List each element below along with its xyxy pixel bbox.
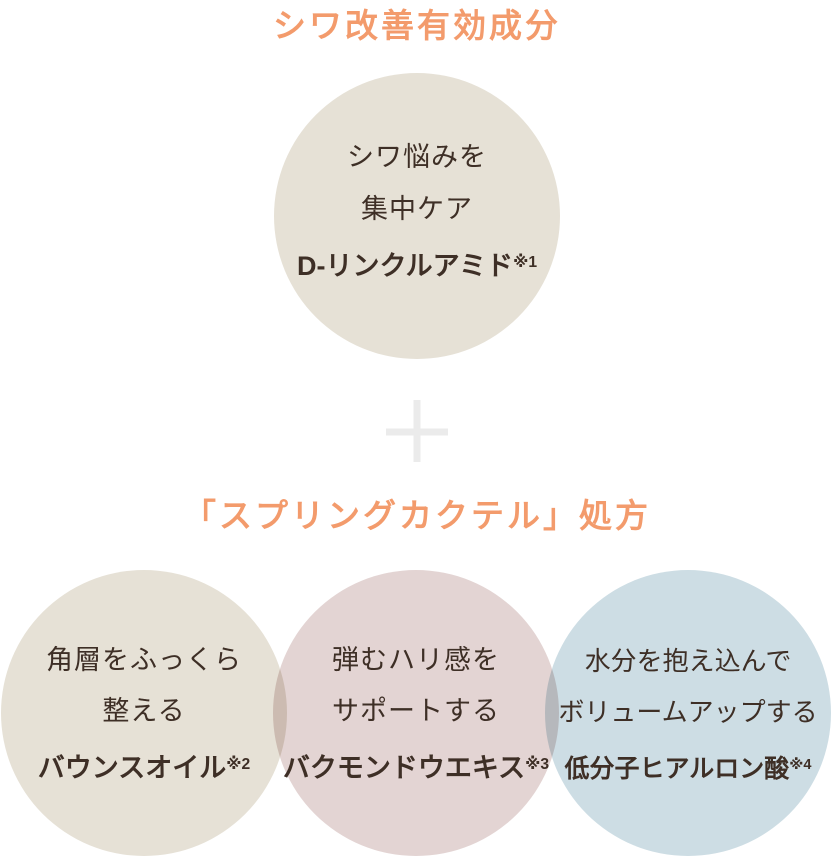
section-title-wrinkle-ingredient: シワ改善有効成分 — [273, 7, 561, 44]
bottom-circle-bakumondo-extract: 弾むハリ感を サポートする バクモンドウエキス※3 — [273, 570, 559, 856]
circle-text-line: シワ悩みを — [347, 142, 487, 172]
bottom-circle-bounce-oil: 角層をふっくら 整える バウンスオイル※2 — [1, 570, 287, 856]
footnote-ref: ※2 — [226, 756, 251, 774]
circle-text-line: サポートする — [332, 696, 500, 726]
ingredient-name: バウンスオイル※2 — [37, 753, 251, 783]
ingredient-name: 低分子ヒアルロン酸※4 — [564, 754, 812, 783]
circle-text-line: 集中ケア — [361, 194, 473, 224]
circle-text: 水分を抱え込んで ボリュームアップする — [545, 636, 831, 738]
ingredient-name: D-リンクルアミド※1 — [296, 251, 538, 281]
circle-text-line: ボリュームアップする — [558, 696, 818, 727]
circle-text-line: 水分を抱え込んで — [584, 645, 792, 676]
circle-text: シワ悩みを 集中ケア — [274, 131, 560, 235]
footnote-ref: ※4 — [789, 757, 812, 774]
footnote-ref: ※1 — [513, 254, 538, 272]
circle-text-line: 整える — [102, 696, 186, 726]
circle-text: 角層をふっくら 整える — [1, 635, 287, 737]
circle-text: 弾むハリ感を サポートする — [273, 635, 559, 737]
top-circle-d-wrinkle-amide: シワ悩みを 集中ケア D-リンクルアミド※1 — [274, 73, 560, 359]
circle-text-line: 弾むハリ感を — [332, 645, 500, 675]
plus-icon — [386, 400, 448, 462]
bottom-circle-hyaluronic-acid: 水分を抱え込んで ボリュームアップする 低分子ヒアルロン酸※4 — [545, 570, 831, 856]
circle-text-line: 角層をふっくら — [46, 645, 242, 675]
section-title-spring-cocktail: 「スプリングカクテル」処方 — [183, 497, 651, 534]
footnote-ref: ※3 — [525, 756, 550, 774]
ingredient-name: バクモンドウエキス※3 — [282, 753, 550, 783]
